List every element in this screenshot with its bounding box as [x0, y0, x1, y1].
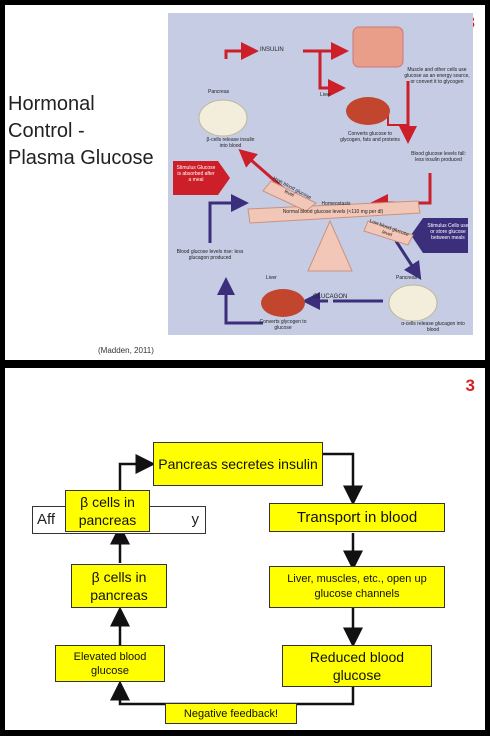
- arrow-pancreas-to-transport: [323, 452, 363, 506]
- arrow-liver-join: [387, 113, 408, 126]
- slide-hormonal-control: 3 Hormonal Control - Plasma Glucose (Mad…: [5, 5, 485, 360]
- title-line-1: Hormonal: [8, 93, 95, 115]
- arrow-pancreas-up: [224, 42, 259, 60]
- beta-cells-lower-box: β cells in pancreas: [71, 564, 167, 608]
- arrow-insulin-to-liver: [318, 51, 346, 97]
- converts-glycogen-label: Converts glycogen to glucose: [259, 319, 307, 331]
- stimulus-left-label: Stimulus Glucose is absorbed after a mea…: [176, 165, 216, 183]
- negative-feedback-box: Negative feedback!: [165, 703, 297, 724]
- pancreas-top-image: [198, 99, 248, 137]
- pancreas-bottom-image: [388, 284, 438, 322]
- title-line-3: Plasma Glucose: [8, 147, 154, 169]
- normal-level-label: Normal blood glucose levels (<110 mg per…: [282, 209, 384, 215]
- glucose-homeostasis-figure: INSULIN GLUCAGON Pancreas β-cells releas…: [168, 13, 473, 335]
- citation: (Madden, 2011): [98, 346, 154, 355]
- insulin-label: INSULIN: [260, 47, 284, 53]
- liver-muscles-box: Liver, muscles, etc., open up glucose ch…: [269, 566, 445, 608]
- affinity-right-text: y: [191, 511, 200, 528]
- transport-box: Transport in blood: [269, 503, 445, 532]
- seesaw-beam: [247, 200, 421, 224]
- pancreas-bottom-label: Pancreas: [396, 275, 418, 281]
- liver-top-image: [346, 97, 390, 125]
- reduced-glucose-box: Reduced blood glucose: [282, 645, 432, 687]
- arrow-low-to-pancreas: [394, 240, 422, 281]
- elevated-glucose-box: Elevated blood glucose: [55, 645, 165, 682]
- arrow-liver-up: [217, 277, 263, 325]
- low-level-tab: [363, 220, 414, 246]
- arrow-levels-rise-back: [208, 194, 249, 243]
- title-line-2: Control -: [8, 120, 85, 142]
- beta-cells-upper-box: β cells in pancreas: [65, 490, 150, 532]
- levels-fall-label: Blood glucose levels fall: less insulin …: [411, 151, 466, 163]
- muscle-image: [352, 26, 404, 68]
- pancreas-secretes-box: Pancreas secretes insulin: [153, 442, 323, 486]
- stimulus-right-arrow: [411, 218, 468, 253]
- arrow-beta-to-pancreas: [118, 454, 156, 490]
- levels-rise-label: Blood glucose levels rise: less glucagon…: [176, 249, 244, 261]
- converts-label: Converts glucose to glycogen, fats and p…: [340, 131, 400, 143]
- liver-top-label: Liver: [320, 92, 331, 98]
- arrow-levels-fall-back: [370, 173, 432, 212]
- seesaw-fulcrum: [307, 219, 353, 272]
- figure-arrows: [173, 26, 468, 325]
- muscle-label: Muscle and other cells use glucose as an…: [404, 67, 470, 85]
- beta-cells-label: β-cells release insulin into blood: [206, 137, 255, 149]
- homeostasis-label: Homeostasis: [321, 201, 351, 207]
- liver-bottom-label: Liver: [266, 275, 277, 281]
- slide-title: Hormonal Control - Plasma Glucose: [8, 91, 154, 172]
- affinity-left-text: Aff: [37, 511, 56, 528]
- slide-number-2: 3: [465, 376, 475, 395]
- glucagon-label: GLUCAGON: [313, 294, 348, 300]
- pancreas-top-label: Pancreas: [208, 89, 230, 95]
- alpha-cells-label: α-cells release glucagon into blood: [401, 321, 465, 333]
- stimulus-right-label: Stimulus Cells use or store glucose betw…: [427, 223, 469, 241]
- arrow-high-to-pancreas: [238, 149, 284, 190]
- arrow-reduced-to-elevated: [110, 680, 355, 706]
- stimulus-left-arrow: [173, 161, 230, 195]
- liver-bottom-image: [261, 289, 305, 317]
- high-level-tab: [262, 180, 317, 212]
- slide-feedback-loop: 3 Aff y Pancreas secretes insulin β cell…: [5, 368, 485, 730]
